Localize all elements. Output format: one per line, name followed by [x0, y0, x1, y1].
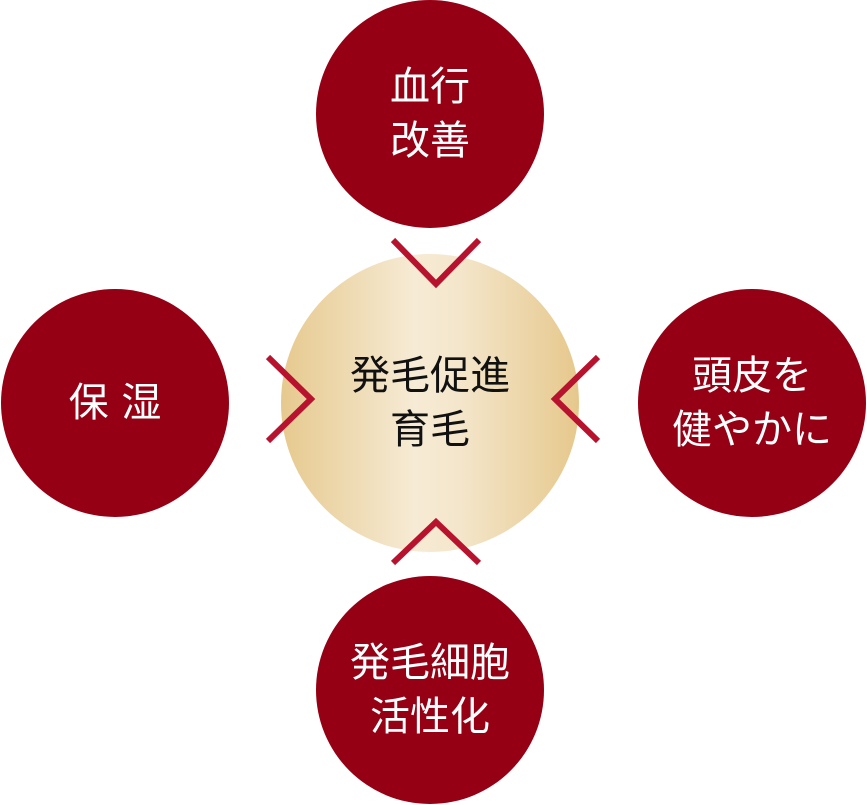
right-line2: 健やかに — [672, 407, 832, 453]
center-label: 発毛促進 育毛 — [300, 273, 560, 533]
top-line1: 血行 — [390, 64, 470, 110]
chevron-up-icon — [390, 517, 482, 566]
left-circle — [1, 289, 229, 517]
right-label: 頭皮を 健やかに — [638, 289, 866, 517]
center-circle — [281, 254, 579, 552]
left-line1: 保 湿 — [68, 380, 162, 426]
chevron-right-icon — [265, 354, 316, 444]
center-line2: 育毛 — [390, 407, 470, 453]
bottom-label: 発毛細胞 活性化 — [316, 576, 544, 804]
chevron-down-icon — [390, 237, 482, 289]
bottom-line2: 活性化 — [370, 694, 490, 740]
chevron-left-icon — [550, 354, 601, 444]
top-circle — [316, 0, 544, 228]
top-label: 血行 改善 — [316, 0, 544, 228]
center-line1: 発毛促進 — [350, 353, 510, 399]
right-circle — [638, 289, 866, 517]
top-line2: 改善 — [390, 118, 470, 164]
bottom-circle — [316, 576, 544, 804]
right-line1: 頭皮を — [692, 353, 812, 399]
left-label: 保 湿 — [1, 289, 229, 517]
bottom-line1: 発毛細胞 — [350, 640, 510, 686]
